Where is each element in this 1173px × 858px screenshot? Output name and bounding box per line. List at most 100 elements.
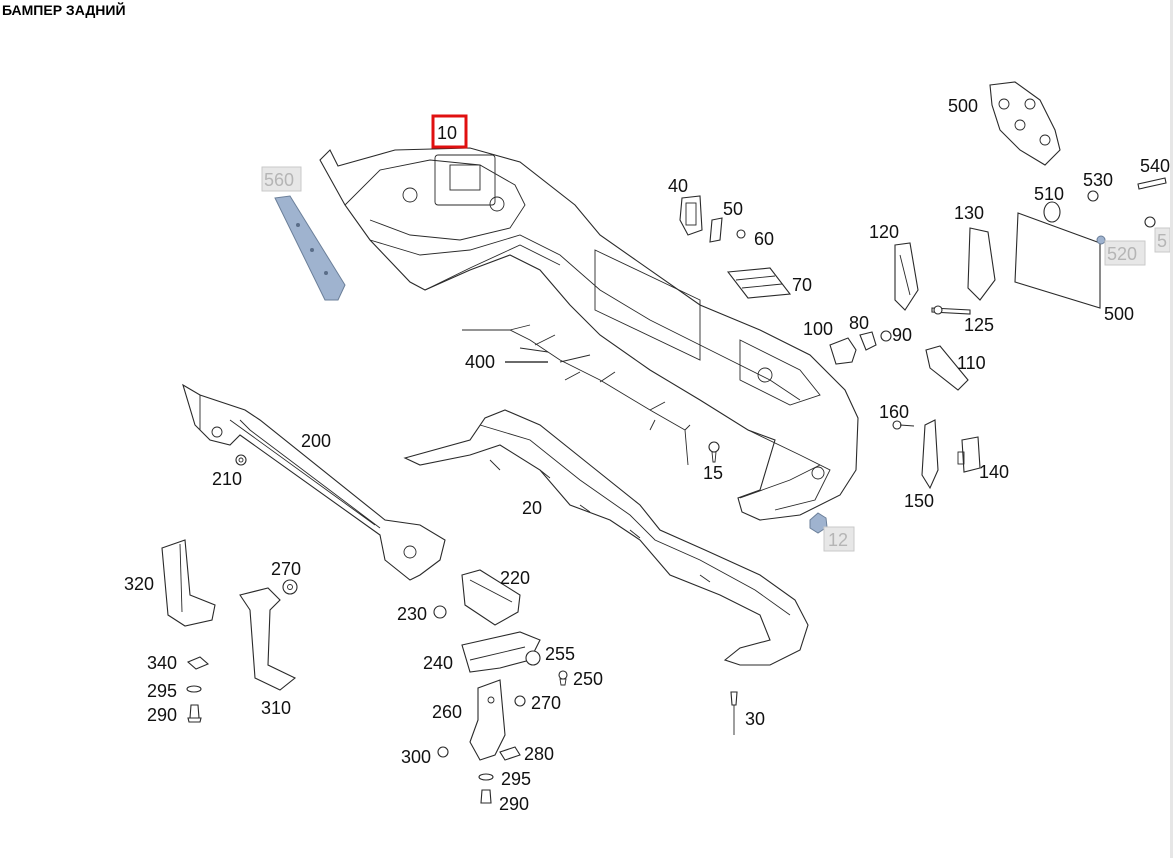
callout-30[interactable]: 30 bbox=[745, 709, 765, 729]
callout-310[interactable]: 310 bbox=[261, 698, 291, 718]
callout-20[interactable]: 20 bbox=[522, 498, 542, 518]
part-500-plate-lower[interactable] bbox=[1014, 212, 1101, 309]
part-260-bracket[interactable] bbox=[469, 679, 506, 761]
part-240-bracket[interactable] bbox=[461, 631, 541, 673]
part-10-bumper-cover[interactable] bbox=[319, 147, 859, 521]
callout-560-box bbox=[261, 166, 302, 192]
callout-530[interactable]: 530 bbox=[1083, 170, 1113, 190]
part-280-clip[interactable] bbox=[499, 746, 521, 761]
callout-295-lower[interactable]: 295 bbox=[501, 769, 531, 789]
callout-290-left[interactable]: 290 bbox=[147, 705, 177, 725]
callout-70[interactable]: 70 bbox=[792, 275, 812, 295]
part-70-pad[interactable] bbox=[726, 267, 792, 299]
part-5x-bolt[interactable] bbox=[1144, 216, 1156, 228]
part-510-spacer[interactable] bbox=[1043, 201, 1061, 223]
callout-295-left[interactable]: 295 bbox=[147, 681, 177, 701]
part-290-bolt-left[interactable] bbox=[187, 704, 202, 723]
part-230-washer[interactable] bbox=[433, 605, 447, 619]
part-310-bracket[interactable] bbox=[239, 587, 297, 691]
part-200-impact-beam[interactable] bbox=[182, 383, 446, 581]
callout-110[interactable]: 110 bbox=[957, 353, 986, 373]
part-220-bracket[interactable] bbox=[461, 569, 521, 626]
callout-250[interactable]: 250 bbox=[573, 669, 603, 689]
part-255-washer[interactable] bbox=[525, 650, 541, 666]
part-290-bolt-lower[interactable] bbox=[480, 789, 492, 804]
part-540-bolt[interactable] bbox=[1137, 177, 1167, 190]
callout-50[interactable]: 50 bbox=[723, 199, 743, 219]
callout-230[interactable]: 230 bbox=[397, 604, 427, 624]
callout-500-lower[interactable]: 500 bbox=[1104, 304, 1134, 324]
part-340-clip-left[interactable] bbox=[186, 656, 210, 670]
callout-160[interactable]: 160 bbox=[879, 402, 909, 422]
part-295-washer-lower[interactable] bbox=[478, 773, 494, 781]
callout-12-box bbox=[823, 526, 855, 552]
callout-210[interactable]: 210 bbox=[212, 469, 242, 489]
part-250-screw[interactable] bbox=[558, 670, 568, 686]
part-120-reflector[interactable] bbox=[894, 242, 919, 311]
part-160-screw[interactable] bbox=[892, 420, 915, 430]
callout-290-lower[interactable]: 290 bbox=[499, 794, 529, 814]
callout-5x[interactable]: 5 bbox=[1157, 231, 1167, 251]
callout-260[interactable]: 260 bbox=[432, 702, 462, 722]
callout-255[interactable]: 255 bbox=[545, 644, 575, 664]
callout-10[interactable]: 10 bbox=[437, 123, 457, 143]
callout-12[interactable]: 12 bbox=[828, 530, 848, 550]
callout-80[interactable]: 80 bbox=[849, 313, 869, 333]
callout-125[interactable]: 125 bbox=[964, 315, 994, 335]
callout-90[interactable]: 90 bbox=[892, 325, 912, 345]
part-270-washer-upper[interactable] bbox=[282, 579, 298, 595]
callout-270-lower[interactable]: 270 bbox=[531, 693, 561, 713]
callout-400[interactable]: 400 bbox=[465, 352, 495, 372]
callout-60[interactable]: 60 bbox=[754, 229, 774, 249]
callout-130[interactable]: 130 bbox=[954, 203, 984, 223]
part-400-wiring-harness[interactable] bbox=[462, 324, 691, 466]
callout-15[interactable]: 15 bbox=[703, 463, 723, 483]
part-320-bracket[interactable] bbox=[161, 539, 216, 627]
callout-240[interactable]: 240 bbox=[423, 653, 453, 673]
part-30-pin[interactable] bbox=[730, 691, 738, 735]
vertical-scrollbar[interactable] bbox=[1170, 0, 1173, 858]
part-210-clip[interactable] bbox=[235, 454, 247, 466]
part-60-screw[interactable] bbox=[736, 229, 746, 239]
callout-510[interactable]: 510 bbox=[1034, 184, 1064, 204]
part-130-trim[interactable] bbox=[967, 227, 996, 301]
callout-100[interactable]: 100 bbox=[803, 319, 833, 339]
part-50-clip[interactable] bbox=[709, 217, 723, 243]
callout-140[interactable]: 140 bbox=[979, 462, 1009, 482]
callout-540[interactable]: 540 bbox=[1140, 156, 1170, 176]
part-100-sensor[interactable] bbox=[829, 337, 857, 365]
part-90-ring[interactable] bbox=[880, 330, 892, 342]
part-20-lower-trim[interactable] bbox=[403, 409, 809, 666]
callout-120[interactable]: 120 bbox=[869, 222, 899, 242]
callout-270-upper[interactable]: 270 bbox=[271, 559, 301, 579]
callout-320[interactable]: 320 bbox=[124, 574, 154, 594]
part-125-screw[interactable] bbox=[931, 305, 971, 315]
part-520-washer[interactable] bbox=[1096, 235, 1106, 245]
callout-200[interactable]: 200 bbox=[301, 431, 331, 451]
part-530-nut[interactable] bbox=[1087, 190, 1099, 202]
part-150-trim[interactable] bbox=[921, 419, 939, 490]
part-140-sensor[interactable] bbox=[957, 436, 981, 473]
callout-560[interactable]: 560 bbox=[264, 170, 294, 190]
callout-520[interactable]: 520 bbox=[1107, 244, 1137, 264]
callout-40[interactable]: 40 bbox=[668, 176, 688, 196]
callout-280[interactable]: 280 bbox=[524, 744, 554, 764]
part-40-bracket[interactable] bbox=[679, 195, 703, 236]
callout-220[interactable]: 220 bbox=[500, 568, 530, 588]
part-80-holder[interactable] bbox=[859, 331, 877, 351]
callout-340[interactable]: 340 bbox=[147, 653, 177, 673]
part-560-bracket[interactable] bbox=[274, 195, 346, 301]
part-300-nut[interactable] bbox=[437, 746, 449, 758]
callout-150[interactable]: 150 bbox=[904, 491, 934, 511]
part-295-washer-left[interactable] bbox=[186, 685, 202, 693]
callout-520-box bbox=[1104, 240, 1146, 266]
part-500-bracket-upper[interactable] bbox=[989, 81, 1061, 166]
part-15-screw[interactable] bbox=[708, 441, 720, 463]
callout-500-upper[interactable]: 500 bbox=[948, 96, 978, 116]
callout-300[interactable]: 300 bbox=[401, 747, 431, 767]
part-110-bracket[interactable] bbox=[925, 345, 969, 391]
page-title: БАМПЕР ЗАДНИЙ bbox=[2, 2, 126, 18]
part-270-washer-lower[interactable] bbox=[514, 695, 526, 707]
selected-callout-box bbox=[431, 114, 468, 149]
